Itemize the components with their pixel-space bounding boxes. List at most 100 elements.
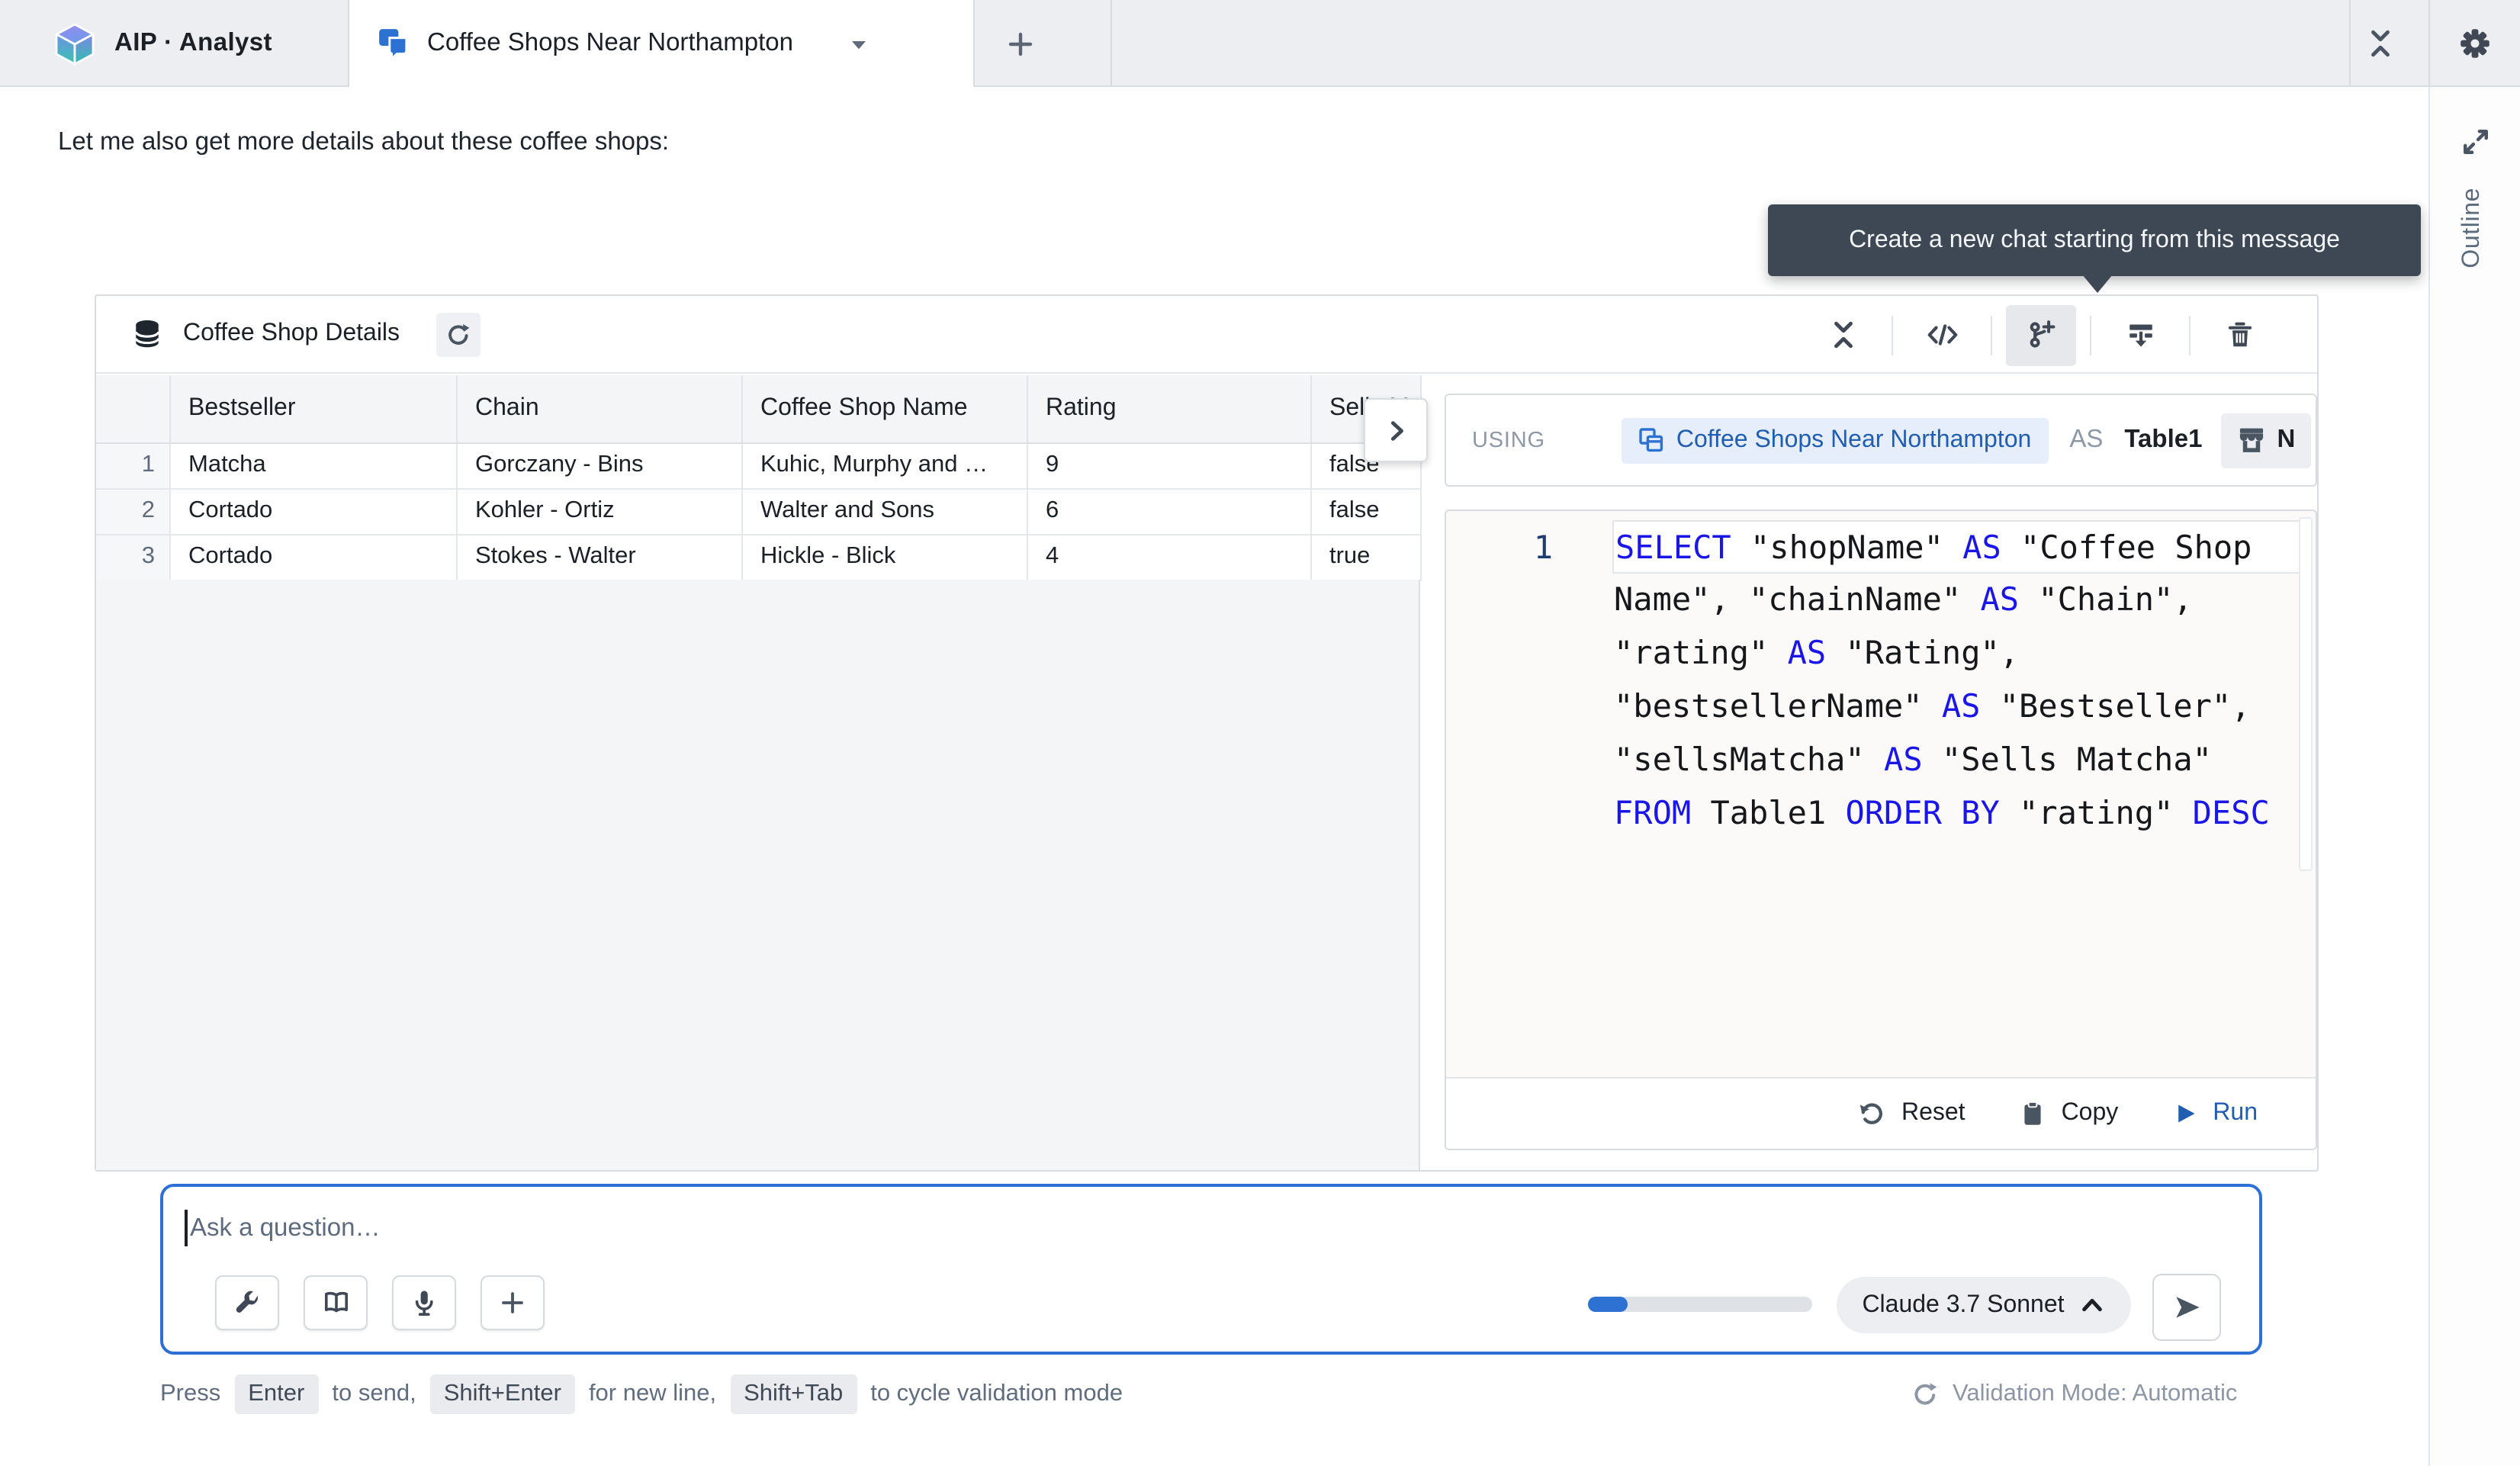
assistant-message: Let me also get more details about these… (58, 128, 670, 156)
text-cursor (185, 1210, 187, 1246)
chevron-up-icon (2082, 1298, 2103, 1312)
plus-icon (502, 1292, 523, 1313)
object-chip[interactable]: N (2220, 413, 2311, 468)
table-cell[interactable]: true (1310, 534, 1421, 580)
run-button[interactable]: Run (2173, 1100, 2258, 1127)
collapse-card-button[interactable] (1808, 304, 1878, 365)
database-icon (133, 319, 162, 349)
table-cell[interactable]: Cortado (169, 534, 457, 580)
chevron-down-icon[interactable] (845, 30, 873, 57)
table-cell[interactable]: Hickle - Blick (741, 534, 1027, 580)
app-brand: AIP · Analyst (55, 0, 272, 87)
settings-gear-button[interactable] (2435, 0, 2514, 87)
sql-text: "Bestseller", (1980, 688, 2251, 725)
code-line[interactable]: Name", "chainName" AS "Chain", (1614, 574, 2303, 627)
documentation-button[interactable] (304, 1275, 368, 1330)
toolbar-divider (2090, 315, 2091, 355)
validation-mode[interactable]: Validation Mode: Automatic (1911, 1381, 2237, 1408)
row-number-cell[interactable]: 1 (96, 442, 170, 489)
sql-text: "Rating", (1826, 635, 2020, 671)
table-cell[interactable]: Kohler - Ortiz (456, 488, 742, 535)
new-tab-button[interactable] (988, 0, 1053, 87)
hint-text: Press (160, 1381, 221, 1407)
microphone-button[interactable] (392, 1275, 456, 1330)
branch-new-chat-button[interactable] (2006, 304, 2076, 365)
expand-outline-button[interactable] (2451, 117, 2500, 166)
sql-text: "sellsMatcha" (1614, 741, 1885, 778)
refresh-button[interactable] (436, 312, 481, 356)
as-label: AS (2069, 426, 2104, 453)
code-line[interactable]: "sellsMatcha" AS "Sells Matcha" (1614, 734, 2303, 787)
using-bar: USING Coffee Shops Near Northampton AS T… (1445, 394, 2317, 487)
clipboard-icon (2024, 1101, 2042, 1125)
table-source-icon (1639, 428, 1663, 452)
tools-button[interactable] (215, 1275, 279, 1330)
tab-label: Coffee Shops Near Northampton (427, 29, 793, 56)
code-line[interactable]: FROM Table1 ORDER BY "rating" DESC (1614, 787, 2303, 841)
sql-text: "Sells Matcha" (1922, 741, 2212, 778)
question-input-placeholder[interactable]: Ask a question… (190, 1214, 381, 1241)
sql-keyword: AS (1941, 688, 1981, 725)
code-line[interactable]: SELECT "shopName" AS "Coffee Shop (1612, 520, 2303, 574)
chat-composer[interactable]: Ask a question… (160, 1184, 2262, 1355)
outline-sidebar: Outline (2428, 87, 2520, 1466)
card-header: Coffee Shop Details (96, 296, 2317, 374)
table-cell[interactable]: Kuhic, Murphy and … (741, 442, 1027, 489)
sql-text: "bestsellerName" (1614, 688, 1942, 725)
row-number-cell[interactable]: 3 (96, 534, 170, 580)
column-header-row-number[interactable] (96, 375, 170, 443)
reset-button[interactable]: Reset (1859, 1100, 1966, 1127)
table-cell[interactable]: Matcha (169, 442, 457, 489)
code-line[interactable]: "bestsellerName" AS "Bestseller", (1614, 680, 2303, 734)
table-cell[interactable]: false (1310, 488, 1421, 535)
column-header-coffee-shop-name[interactable]: Coffee Shop Name (741, 375, 1027, 443)
using-label: USING (1472, 428, 1545, 452)
table-cell[interactable]: Gorczany - Bins (456, 442, 742, 489)
outline-label[interactable]: Outline (2459, 188, 2485, 268)
table-cell[interactable]: Cortado (169, 488, 457, 535)
table-cell[interactable]: 9 (1027, 442, 1311, 489)
play-icon (2178, 1104, 2194, 1123)
coffee-shop-details-card: Coffee Shop Details (95, 294, 2319, 1172)
sql-keyword: FROM (1614, 795, 1692, 831)
column-header-bestseller[interactable]: Bestseller (169, 375, 457, 443)
code-line[interactable]: "rating" AS "Rating", (1614, 627, 2303, 680)
toolbar-divider (1991, 315, 1992, 355)
table-cell[interactable]: 6 (1027, 488, 1311, 535)
toolbar-divider (1892, 315, 1893, 355)
table-cell[interactable]: 4 (1027, 534, 1311, 580)
sql-keyword: AS (1980, 581, 2020, 618)
add-attachment-button[interactable] (481, 1275, 545, 1330)
object-chip-label: N (2277, 426, 2296, 453)
tab-coffee-shops[interactable]: Coffee Shops Near Northampton (348, 0, 975, 87)
kbd-key: Enter (234, 1374, 319, 1414)
insert-data-button[interactable] (2105, 304, 2175, 365)
delete-card-button[interactable] (2204, 304, 2274, 365)
column-header-rating[interactable]: Rating (1027, 375, 1311, 443)
source-table-pill[interactable]: Coffee Shops Near Northampton (1621, 417, 2049, 463)
table-cell[interactable]: Stokes - Walter (456, 534, 742, 580)
editor-scrollbar[interactable] (2299, 517, 2313, 871)
copy-button[interactable]: Copy (2020, 1100, 2118, 1127)
table-cell[interactable]: Walter and Sons (741, 488, 1027, 535)
row-number-cell[interactable]: 2 (96, 488, 170, 535)
expand-columns-button[interactable] (1364, 398, 1428, 462)
collapse-panel-button[interactable] (2340, 0, 2419, 87)
view-code-button[interactable] (1907, 304, 1977, 365)
brand-title: AIP · Analyst (114, 29, 272, 56)
column-header-chain[interactable]: Chain (456, 375, 742, 443)
sql-text: "Coffee Shop (2001, 529, 2252, 566)
card-title: Coffee Shop Details (183, 320, 400, 346)
sql-text: Table1 (1691, 795, 1846, 831)
source-table-label: Coffee Shops Near Northampton (1676, 426, 2032, 452)
model-selector[interactable]: Claude 3.7 Sonnet (1837, 1277, 2131, 1333)
send-button[interactable] (2152, 1274, 2221, 1341)
top-bar: AIP · Analyst Coffee Shops Near Northamp… (0, 0, 2520, 87)
kbd-key: Shift+Enter (429, 1374, 575, 1414)
